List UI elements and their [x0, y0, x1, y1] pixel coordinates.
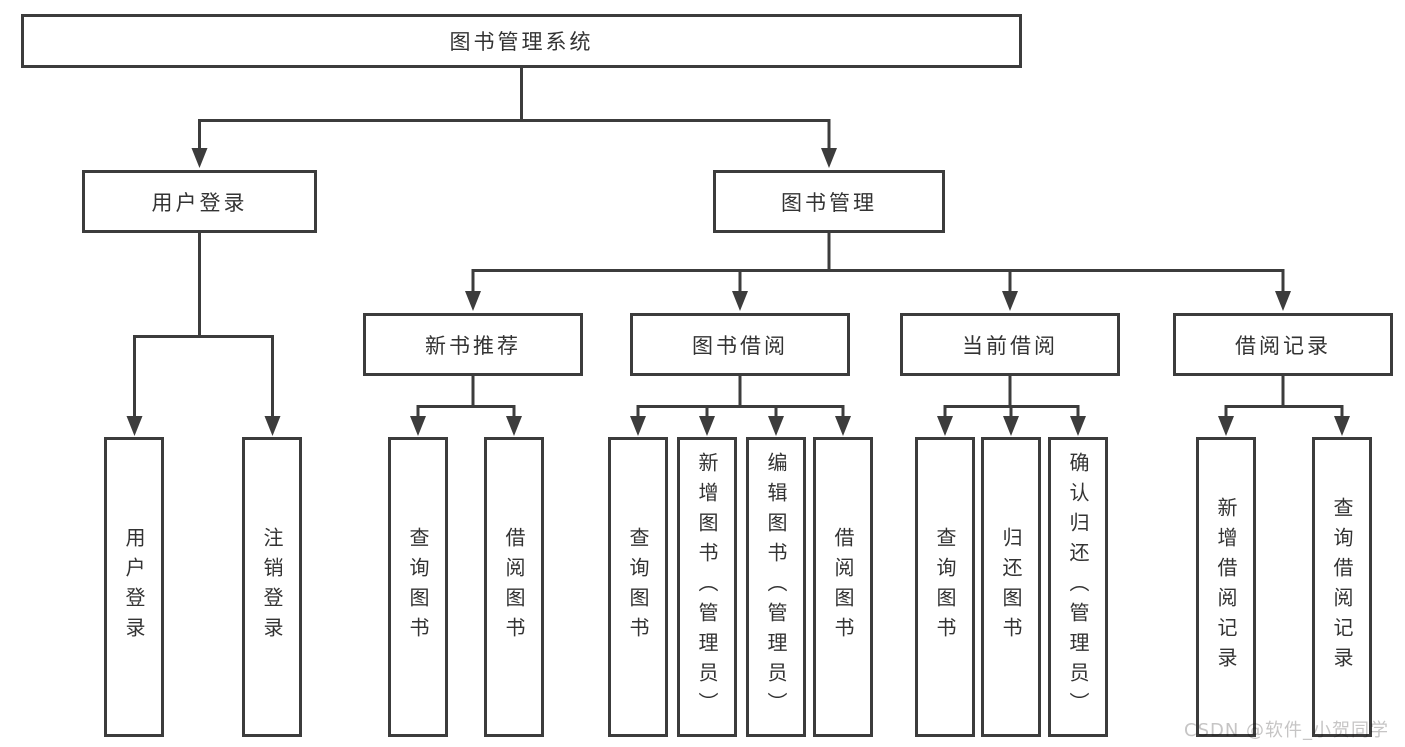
leaf-current-return-label: 归还图书 [999, 527, 1023, 647]
leaf-borrow-edit-admin-label: 编辑图书（管理员） [764, 452, 788, 722]
leaf-borrow-edit-admin: 编辑图书（管理员） [746, 437, 806, 737]
leaf-current-query: 查询图书 [915, 437, 975, 737]
connector-current-borrow [943, 376, 1080, 418]
leaf-current-confirm-admin: 确认归还（管理员） [1048, 437, 1108, 737]
leaf-records-query-label: 查询借阅记录 [1330, 497, 1354, 677]
leaf-borrow-book-label: 借阅图书 [831, 527, 855, 647]
leaf-user-login: 用户登录 [104, 437, 164, 737]
leaf-current-return: 归还图书 [981, 437, 1041, 737]
connector-arrowheads [126, 148, 1350, 436]
leaf-records-query: 查询借阅记录 [1312, 437, 1372, 737]
leaf-newbooks-query-label: 查询图书 [406, 527, 430, 647]
node-new-book-recommend-label: 新书推荐 [425, 333, 521, 358]
leaf-logout: 注销登录 [242, 437, 302, 737]
node-current-borrow-label: 当前借阅 [962, 333, 1058, 358]
watermark: CSDN @软件_小贺同学 [1184, 720, 1390, 741]
leaf-current-confirm-admin-label: 确认归还（管理员） [1066, 452, 1090, 722]
node-book-management: 图书管理 [713, 170, 945, 233]
leaf-newbooks-borrow: 借阅图书 [484, 437, 544, 737]
node-library-system-label: 图书管理系统 [449, 30, 594, 54]
leaf-logout-label: 注销登录 [260, 527, 284, 647]
node-borrow-records-label: 借阅记录 [1235, 333, 1331, 358]
leaf-current-query-label: 查询图书 [933, 527, 957, 647]
connector-book-mgmt [471, 233, 1285, 293]
node-book-management-label: 图书管理 [781, 190, 877, 215]
node-library-system: 图书管理系统 [21, 14, 1022, 68]
node-user-login: 用户登录 [82, 170, 317, 233]
leaf-records-add: 新增借阅记录 [1196, 437, 1256, 737]
connector-new-books [416, 376, 516, 418]
leaf-borrow-query-label: 查询图书 [626, 527, 650, 647]
node-user-login-label: 用户登录 [151, 190, 248, 215]
node-new-book-recommend: 新书推荐 [363, 313, 583, 376]
node-current-borrow: 当前借阅 [900, 313, 1120, 376]
leaf-borrow-book: 借阅图书 [813, 437, 873, 737]
connector-borrow-records [1224, 376, 1344, 418]
node-book-borrow-label: 图书借阅 [692, 333, 788, 358]
leaf-borrow-add-admin: 新增图书（管理员） [677, 437, 737, 737]
leaf-newbooks-query: 查询图书 [388, 437, 448, 737]
connector-root [198, 68, 831, 150]
node-book-borrow: 图书借阅 [630, 313, 850, 376]
node-borrow-records: 借阅记录 [1173, 313, 1393, 376]
leaf-borrow-add-admin-label: 新增图书（管理员） [695, 452, 719, 722]
connector-book-borrow [636, 376, 845, 418]
leaf-records-add-label: 新增借阅记录 [1214, 497, 1238, 677]
leaf-user-login-label: 用户登录 [122, 527, 146, 647]
leaf-newbooks-borrow-label: 借阅图书 [502, 527, 526, 647]
connector-user-login [133, 233, 274, 418]
leaf-borrow-query: 查询图书 [608, 437, 668, 737]
